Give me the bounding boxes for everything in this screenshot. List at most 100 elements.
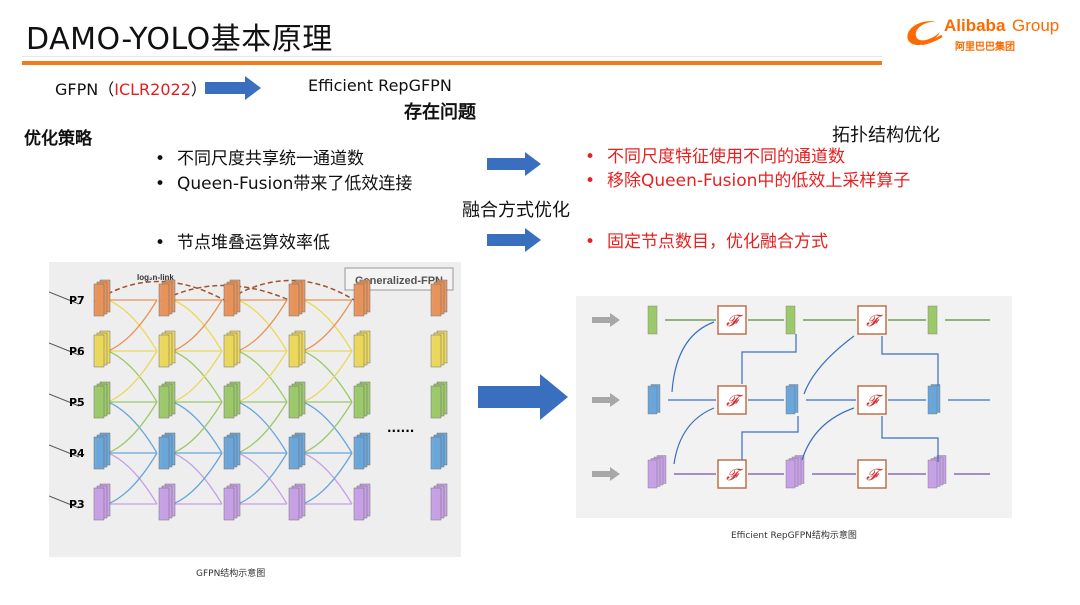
lineage-arrow-icon <box>205 76 261 100</box>
down-link <box>237 299 288 352</box>
up-link <box>237 452 288 505</box>
repgfpn-caption: Efficient RepGFPN结构示意图 <box>731 531 857 541</box>
up-link <box>302 350 353 403</box>
down-link <box>172 452 223 505</box>
feature-block <box>785 459 796 489</box>
alibaba-logo: Alibaba Group 阿里巴巴集团 <box>900 14 1075 54</box>
ellipsis-label: ...... <box>387 421 414 435</box>
skip-link <box>158 284 290 303</box>
solution-item: 移除Queen-Fusion中的低效上采样算子 <box>585 166 910 191</box>
fusion-node <box>717 305 747 335</box>
feature-node <box>430 283 442 317</box>
feature-node <box>158 436 170 470</box>
gfpn-caption: GFPN结构示意图 <box>196 569 266 579</box>
down-link <box>302 401 353 454</box>
feature-node <box>158 487 170 521</box>
input-arrow <box>592 467 620 481</box>
feature-node <box>93 436 105 470</box>
gfpn-origin-label: GFPN（ICLR2022） <box>55 76 207 100</box>
feature-node <box>288 283 300 317</box>
header-accent-bar <box>22 61 882 65</box>
feature-node <box>93 385 105 419</box>
feature-block <box>785 385 796 415</box>
up-link <box>302 401 353 454</box>
feature-block <box>927 385 938 415</box>
feature-node <box>93 334 105 368</box>
level-label: P6 <box>69 345 85 358</box>
logo-brand-text: Alibaba <box>944 16 1006 35</box>
down-link <box>107 401 158 454</box>
down-link <box>237 350 288 403</box>
input-arrow <box>592 393 620 407</box>
level-label: P3 <box>69 498 85 511</box>
transform-arrow-icon <box>478 374 568 420</box>
feature-node <box>430 436 442 470</box>
up-link <box>302 452 353 505</box>
feature-block <box>647 385 658 415</box>
cross-scale-link <box>881 336 939 386</box>
feature-node <box>158 283 170 317</box>
feature-node <box>223 283 235 317</box>
paren-open: （ <box>98 80 115 99</box>
feature-node <box>353 487 365 521</box>
feature-node <box>93 487 105 521</box>
header-divider-thin <box>22 56 882 57</box>
solution-item: 不同尺度特征使用不同的通道数 <box>585 142 845 167</box>
down-link <box>172 350 223 403</box>
topology-header: 拓扑结构优化 <box>832 125 940 146</box>
up-link <box>237 299 288 352</box>
fusion-node <box>857 459 887 489</box>
feature-node <box>158 385 170 419</box>
up-link <box>172 401 223 454</box>
up-link <box>107 401 158 454</box>
down-link <box>172 401 223 454</box>
alibaba-smile-icon <box>907 21 943 46</box>
down-link <box>302 452 353 505</box>
feature-node <box>288 487 300 521</box>
feature-node <box>353 334 365 368</box>
efficient-repgfpn-label: Efficient RepGFPN <box>308 76 452 95</box>
input-arrow <box>48 342 80 356</box>
solution-item: 固定节点数目，优化融合方式 <box>585 227 828 252</box>
input-arrow <box>48 495 80 509</box>
cross-scale-link <box>801 407 855 461</box>
logo-chinese-text: 阿里巴巴集团 <box>955 42 1015 53</box>
problem-item: Queen-Fusion带来了低效连接 <box>155 169 412 194</box>
feature-block <box>927 305 938 335</box>
problems-header: 存在问题 <box>404 102 476 123</box>
input-arrow <box>48 393 80 407</box>
fusion-node <box>857 305 887 335</box>
gfpn-diagram: Generalized-FPN log₂n-link P7 P6 P5 P4 P… <box>48 262 461 557</box>
up-link <box>172 452 223 505</box>
cross-scale-link <box>741 334 797 384</box>
down-link <box>107 299 158 352</box>
up-link <box>107 350 158 403</box>
fusion-node <box>857 385 887 415</box>
page-title: DAMO-YOLO基本原理 <box>26 22 333 57</box>
feature-block <box>647 305 658 335</box>
strategy-header: 优化策略 <box>24 129 92 149</box>
feature-node <box>353 385 365 419</box>
up-link <box>172 299 223 352</box>
fusion-node <box>717 385 747 415</box>
solution-arrow-icon <box>487 152 541 176</box>
cross-scale-link <box>741 416 799 460</box>
down-link <box>107 452 158 505</box>
up-link <box>172 350 223 403</box>
input-arrow <box>48 444 80 458</box>
level-label: P5 <box>69 396 85 409</box>
feature-node <box>288 436 300 470</box>
feature-node <box>223 487 235 521</box>
solution-arrow-icon <box>487 228 541 252</box>
feature-node <box>353 436 365 470</box>
legend-box <box>344 267 454 291</box>
up-link <box>237 401 288 454</box>
down-link <box>237 452 288 505</box>
gfpn-text: GFPN <box>55 80 99 99</box>
feature-node <box>93 283 105 317</box>
venue-text: ICLR2022 <box>114 80 191 99</box>
log-link-label: log₂n-link <box>137 273 174 282</box>
logo-group-text: Group <box>1012 16 1060 35</box>
